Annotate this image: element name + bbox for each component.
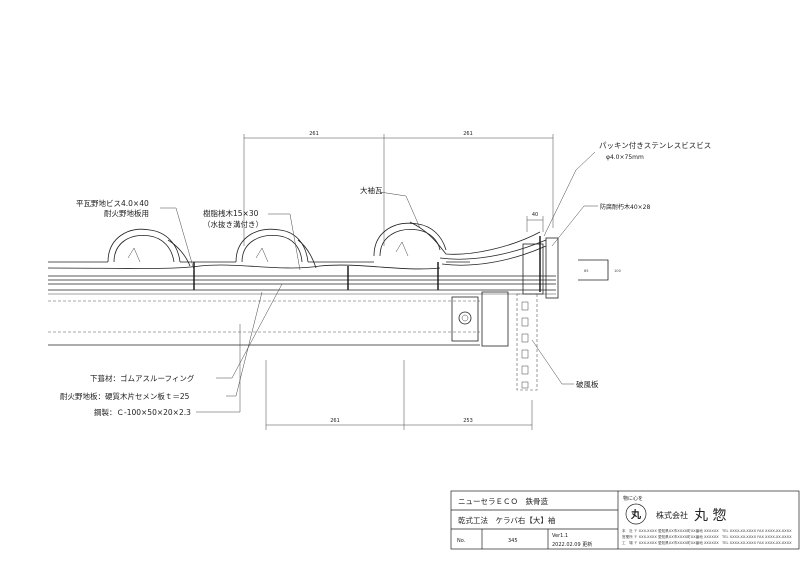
tb-addr1: 本 社 〒 XXX-XXXX 愛知県XX市XXXX町XX番地 XXXXXX <box>622 528 719 533</box>
tb-addr2: 営業所 〒 XXX-XXXX 愛知県XX市XXXX町XX番地 XXXXXX <box>622 534 719 539</box>
tb-tel3: TEL XXXX-XX-XXXX FAX XXXX-XX-XXXX <box>721 541 792 545</box>
tb-slogan: 物に心を <box>623 495 643 502</box>
title-block: ニューセラＥＣＯ 鉄骨造 乾式工法 ケラバ右【大】袖 No. 345 Ver1.… <box>450 490 800 550</box>
top-dimensions: 261 261 40 <box>243 131 554 246</box>
dim-bottom-left: 261 <box>330 418 340 424</box>
label-packing-screw: パッキン付きステンレスビスビス <box>599 140 711 150</box>
tb-method: 乾式工法 ケラバ右【大】袖 <box>458 515 555 525</box>
tb-project: ニューセラＥＣＯ 鉄骨造 <box>458 496 548 506</box>
bottom-dimensions: 261 253 <box>265 360 533 430</box>
tb-addr3: 工 場 〒 XXX-XXXX 愛知県XX市XXXX町XX番地 XXXXXX <box>622 540 719 545</box>
dim-right-box-2: 100 <box>614 269 622 273</box>
label-lumber: 防腐耐朽木40×28 <box>600 203 650 211</box>
callouts: パッキン付きステンレスビスビス φ4.0×75mm 大袖瓦 防腐耐朽木40×28… <box>60 140 711 417</box>
label-fascia: 破風板 <box>576 379 599 389</box>
dim-right-box-1: 65 <box>584 269 589 273</box>
tb-ver: Ver1.1 <box>552 533 568 539</box>
roof-deck: 65 100 <box>48 236 622 391</box>
tb-tel1: TEL XXXX-XX-XXXX FAX XXXX-XX-XXXX <box>721 529 792 533</box>
label-underlay: 下葺材：ゴムアスルーフィング <box>90 373 195 383</box>
dim-top-right: 261 <box>463 131 473 137</box>
tb-logo-char: 丸 <box>630 508 642 521</box>
label-resin-sub: （水抜き溝付き） <box>203 219 263 229</box>
dim-bottom-right: 253 <box>463 418 473 424</box>
label-fire-board: 耐火野地板：硬質木片セメン板ｔ＝25 <box>60 391 190 401</box>
tb-date: 2022.02.09 更新 <box>552 541 592 548</box>
tb-company-name: 丸 惣 <box>694 508 726 524</box>
label-packing-screw-size: φ4.0×75mm <box>606 154 644 161</box>
label-onisode: 大袖瓦 <box>360 185 383 195</box>
leader-lines <box>160 151 598 413</box>
tb-tel2: TEL XXXX-XX-XXXX FAX XXXX-XX-XXXX <box>721 535 792 539</box>
tb-no-value: 345 <box>508 538 518 544</box>
label-screw: 平瓦野地ビス4.0×40 <box>76 198 149 208</box>
company-logo-icon <box>625 503 647 525</box>
tb-no-label: No. <box>457 538 466 544</box>
tb-company-prefix: 株式会社 <box>656 510 688 520</box>
roof-tiles <box>47 221 547 270</box>
dim-top-left: 261 <box>309 131 319 137</box>
label-resin: 樹脂桟木15×30 <box>203 208 259 218</box>
dim-overhang: 40 <box>532 212 538 218</box>
label-screw-sub: 耐火野地板用 <box>104 208 149 218</box>
label-steel: 鋼製：Ｃ-100×50×20×2.3 <box>94 407 191 417</box>
